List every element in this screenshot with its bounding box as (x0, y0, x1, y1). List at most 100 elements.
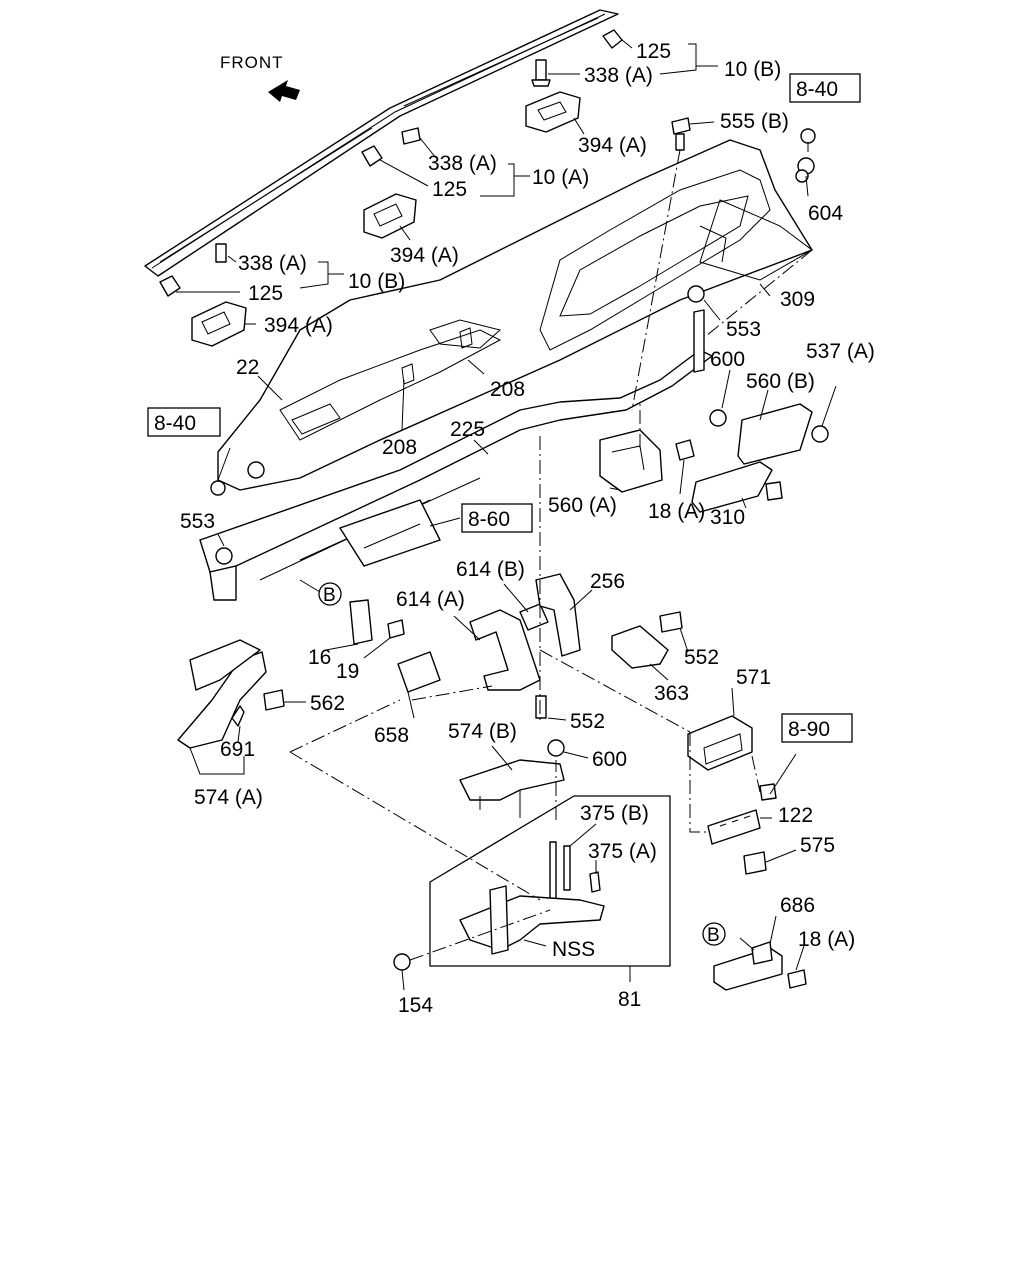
screw-338a-left (215, 243, 227, 263)
label-256: 256 (590, 570, 625, 593)
bracket-574a (177, 639, 267, 749)
switch-panel-122 (707, 809, 761, 845)
label-19: 19 (336, 660, 359, 683)
ref-8-60-label: 8-60 (468, 508, 510, 531)
front-arrow: FRONT (220, 53, 300, 102)
bracket-394a-mid (363, 193, 417, 239)
label-686: 686 (780, 894, 815, 917)
circle-b-low-label: B (707, 925, 720, 946)
label-600-right: 600 (710, 348, 745, 371)
plug-8-40-top (800, 128, 816, 144)
assembly-81-box (429, 795, 671, 967)
leader-lines (176, 39, 837, 991)
front-label: FRONT (220, 53, 284, 72)
part-labels: 125 338 (A) 10 (B) 394 (A) 555 (B) 604 3… (180, 40, 875, 1017)
screw-338a-top (531, 59, 551, 87)
bolt-552-right (659, 611, 683, 633)
bracket-560a (599, 429, 663, 493)
bracket-686 (713, 941, 783, 991)
label-614a: 614 (A) (396, 588, 465, 611)
label-22: 22 (236, 356, 259, 379)
nut-537a (811, 425, 829, 443)
pad-658 (397, 651, 441, 693)
bracket-363 (611, 625, 669, 669)
label-560b: 560 (B) (746, 370, 815, 393)
bracket-574b (459, 759, 565, 818)
assembly-lines (289, 149, 813, 961)
clip-125-left (159, 275, 181, 297)
label-394a-top: 394 (A) (578, 134, 647, 157)
ref-8-90-label: 8-90 (788, 718, 830, 741)
label-604: 604 (808, 202, 843, 225)
bracket-16 (349, 599, 373, 645)
label-571: 571 (736, 666, 771, 689)
label-125-top: 125 (636, 40, 671, 63)
label-394a-mid: 394 (A) (390, 244, 459, 267)
label-375b: 375 (B) (580, 802, 649, 825)
label-574b: 574 (B) (448, 720, 517, 743)
bolt-575 (743, 851, 767, 875)
label-10b-top: 10 (B) (724, 58, 781, 81)
bolt-562 (263, 689, 285, 711)
label-310: 310 (710, 506, 745, 529)
label-18a-mid: 18 (A) (648, 500, 705, 523)
label-208-left: 208 (382, 436, 417, 459)
label-309: 309 (780, 288, 815, 311)
label-574a: 574 (A) (194, 786, 263, 809)
bracket-394a-left (191, 301, 247, 347)
label-16: 16 (308, 646, 331, 669)
bracket-310 (691, 461, 783, 513)
clip-125-mid (361, 145, 383, 167)
label-552-right: 552 (684, 646, 719, 669)
screw-19 (387, 619, 405, 639)
label-562: 562 (310, 692, 345, 715)
label-537a: 537 (A) (806, 340, 875, 363)
bracket-394a-top (525, 91, 581, 133)
ref-8-40-left-label: 8-40 (154, 412, 196, 435)
label-553-left: 553 (180, 510, 215, 533)
label-154: 154 (398, 994, 433, 1017)
nut-600-low (547, 739, 565, 757)
screw-338a-mid (401, 127, 421, 145)
label-375a: 375 (A) (588, 840, 657, 863)
ref-box-8-60: 8-60 (461, 503, 533, 533)
bolt-555b (671, 117, 691, 151)
label-363: 363 (654, 682, 689, 705)
pocket-571 (687, 715, 753, 771)
label-338a-top: 338 (A) (584, 64, 653, 87)
bracket-8-60 (339, 499, 441, 567)
ref-8-40-top-label: 8-40 (796, 78, 838, 101)
label-555b: 555 (B) (720, 110, 789, 133)
label-614b: 614 (B) (456, 558, 525, 581)
tie-691 (231, 705, 245, 727)
label-691: 691 (220, 738, 255, 761)
ref-box-8-40-left: 8-40 (147, 407, 221, 437)
label-575: 575 (800, 834, 835, 857)
label-81: 81 (618, 988, 641, 1011)
bracket-614a (469, 609, 541, 691)
nut-553-left (215, 547, 233, 565)
screw-8-90 (759, 783, 777, 801)
grommet-604 (795, 157, 815, 183)
bolt-552-mid (535, 695, 547, 719)
plug-8-40-left (210, 480, 226, 496)
bolt-18a-low (787, 969, 807, 989)
cross-member-225 (199, 349, 713, 601)
label-10b-left: 10 (B) (348, 270, 405, 293)
bolt-18a-mid (675, 439, 695, 461)
cluster-housing-309 (699, 199, 813, 281)
circle-b-marker-low: B (702, 922, 726, 946)
nut-600-right (709, 409, 727, 427)
bracket-vertical-right (693, 309, 705, 373)
label-600-low: 600 (592, 748, 627, 771)
bracket-560b (737, 403, 813, 465)
label-208-right: 208 (490, 378, 525, 401)
bracket-256 (535, 573, 581, 657)
label-18a-low: 18 (A) (798, 928, 855, 951)
circle-b-label: B (323, 585, 336, 606)
instrument-panel-body-22 (217, 139, 813, 491)
label-10a: 10 (A) (532, 166, 589, 189)
label-nss: NSS (552, 938, 595, 961)
